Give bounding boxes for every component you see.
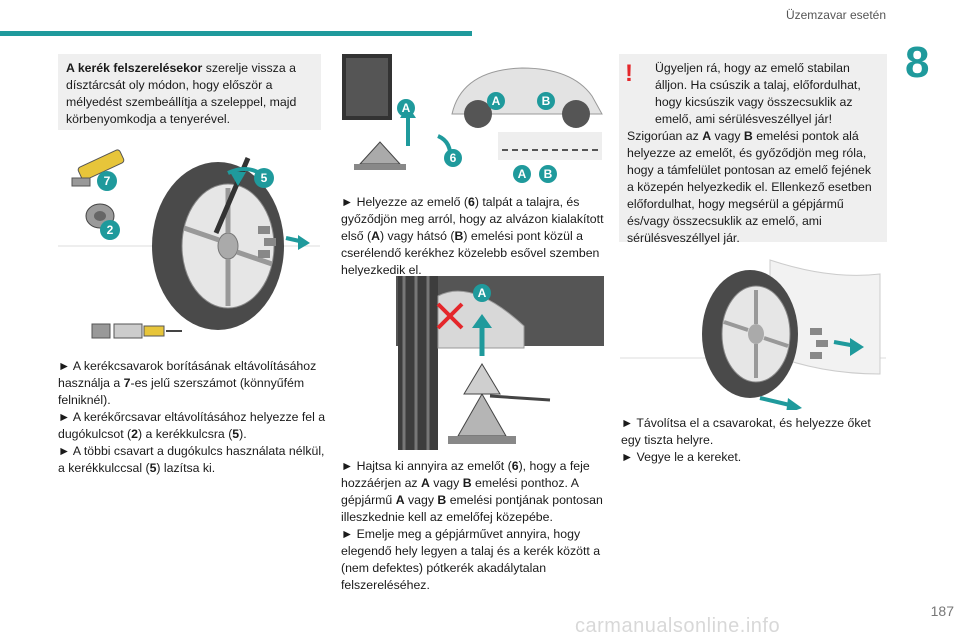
step-remove-bolts: ► Távolítsa el a csavarokat, és helyezze…	[621, 416, 871, 447]
label-lift-point-a: A	[478, 286, 487, 300]
label-car-a: A	[492, 94, 501, 108]
tip-note: A kerék felszerelésekor szerelje vissza …	[58, 54, 321, 130]
jack-lift-point-illustration: A	[340, 276, 604, 450]
step-extend-jack: ► Hajtsa ki annyira az emelőt (6), hogy …	[341, 459, 603, 524]
jack-icon	[342, 54, 406, 170]
scissor-jack-icon	[448, 363, 551, 444]
label-2: 2	[107, 223, 114, 237]
label-sill-b: B	[544, 167, 553, 181]
tip-note-text: szerelje vissza a dísztárcsát oly módon,…	[66, 61, 297, 126]
step-locking-bolt: ► A kerékőrcsavar eltávolításához helyez…	[58, 410, 326, 441]
section-title: Üzemzavar esetén	[785, 8, 886, 22]
jack-position-illustration: A 6 A B A B	[342, 54, 603, 183]
label-5: 5	[261, 171, 268, 185]
label-jack-6: 6	[450, 151, 457, 165]
no-entry-cross-icon	[436, 302, 464, 330]
tyre-icon	[398, 276, 438, 450]
wheel-icon-2	[702, 270, 798, 398]
step-remove-wheel: ► Vegye le a kereket.	[621, 450, 742, 464]
label-point-a: A	[402, 101, 411, 115]
step-raise-vehicle: ► Emelje meg a gépjárművet annyira, hogy…	[341, 527, 601, 592]
watermark: carmanualsonline.info	[575, 615, 781, 637]
label-7: 7	[104, 174, 111, 188]
warning-note: ! Ügyeljen rá, hogy az emelő stabilan ál…	[619, 54, 887, 245]
label-car-b: B	[542, 94, 551, 108]
bolts-icon-2	[810, 328, 828, 359]
step-loosen-bolts: ► A többi csavart a dugókulcs használata…	[58, 444, 325, 475]
col1-steps: ► A kerékcsavarok borításának eltávolítá…	[58, 358, 328, 477]
cap-removal-tool-icon	[71, 149, 125, 187]
warning-icon: !	[625, 60, 633, 87]
warning-text-2: Szigorúan az A vagy B emelési pontok alá…	[627, 129, 872, 245]
tip-note-bold: A kerék felszerelésekor	[66, 61, 203, 75]
wheel-bolt-removal-illustration: 7 2 5	[58, 149, 320, 339]
wheel-removal-illustration	[620, 259, 886, 410]
step-cover-removal: ► A kerékcsavarok borításának eltávolítá…	[58, 359, 317, 407]
car-side-icon	[451, 67, 603, 128]
warning-text-1: Ügyeljen rá, hogy az emelő stabilan állj…	[655, 61, 861, 126]
col3-steps: ► Távolítsa el a csavarokat, és helyezze…	[621, 415, 887, 466]
step-place-jack: ► Helyezze az emelő (6) talpát a talajra…	[341, 195, 604, 277]
chapter-number: 8	[905, 38, 930, 87]
col2-lift-steps: ► Hajtsa ki annyira az emelőt (6), hogy …	[341, 458, 605, 594]
header-accent-bar	[0, 31, 472, 36]
page-number: 187	[930, 603, 954, 619]
label-sill-a: A	[518, 167, 527, 181]
socket-adapter-icon	[91, 323, 182, 339]
bolts-icon	[258, 226, 276, 258]
